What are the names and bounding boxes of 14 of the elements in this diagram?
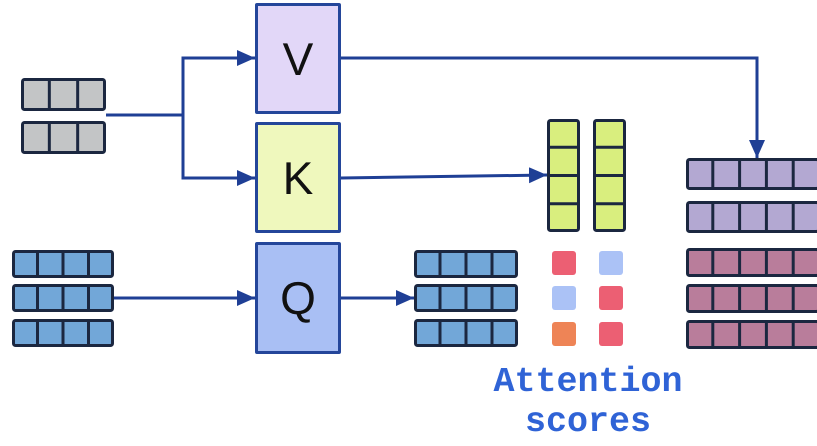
output-matrix	[686, 248, 817, 349]
token-matrix	[12, 250, 114, 347]
value-projection-box: V	[255, 3, 341, 114]
arrow	[341, 56, 765, 158]
query-projection-box: Q	[255, 242, 341, 354]
token-matrix	[21, 78, 106, 154]
key-projection-box: K	[255, 122, 341, 233]
value-matrix	[686, 158, 817, 234]
key-vectors	[547, 119, 627, 232]
caption: Attention scores	[492, 362, 684, 442]
arrow	[114, 290, 255, 306]
query-matrix	[414, 250, 518, 347]
arrow	[341, 290, 414, 306]
arrow	[340, 167, 548, 184]
